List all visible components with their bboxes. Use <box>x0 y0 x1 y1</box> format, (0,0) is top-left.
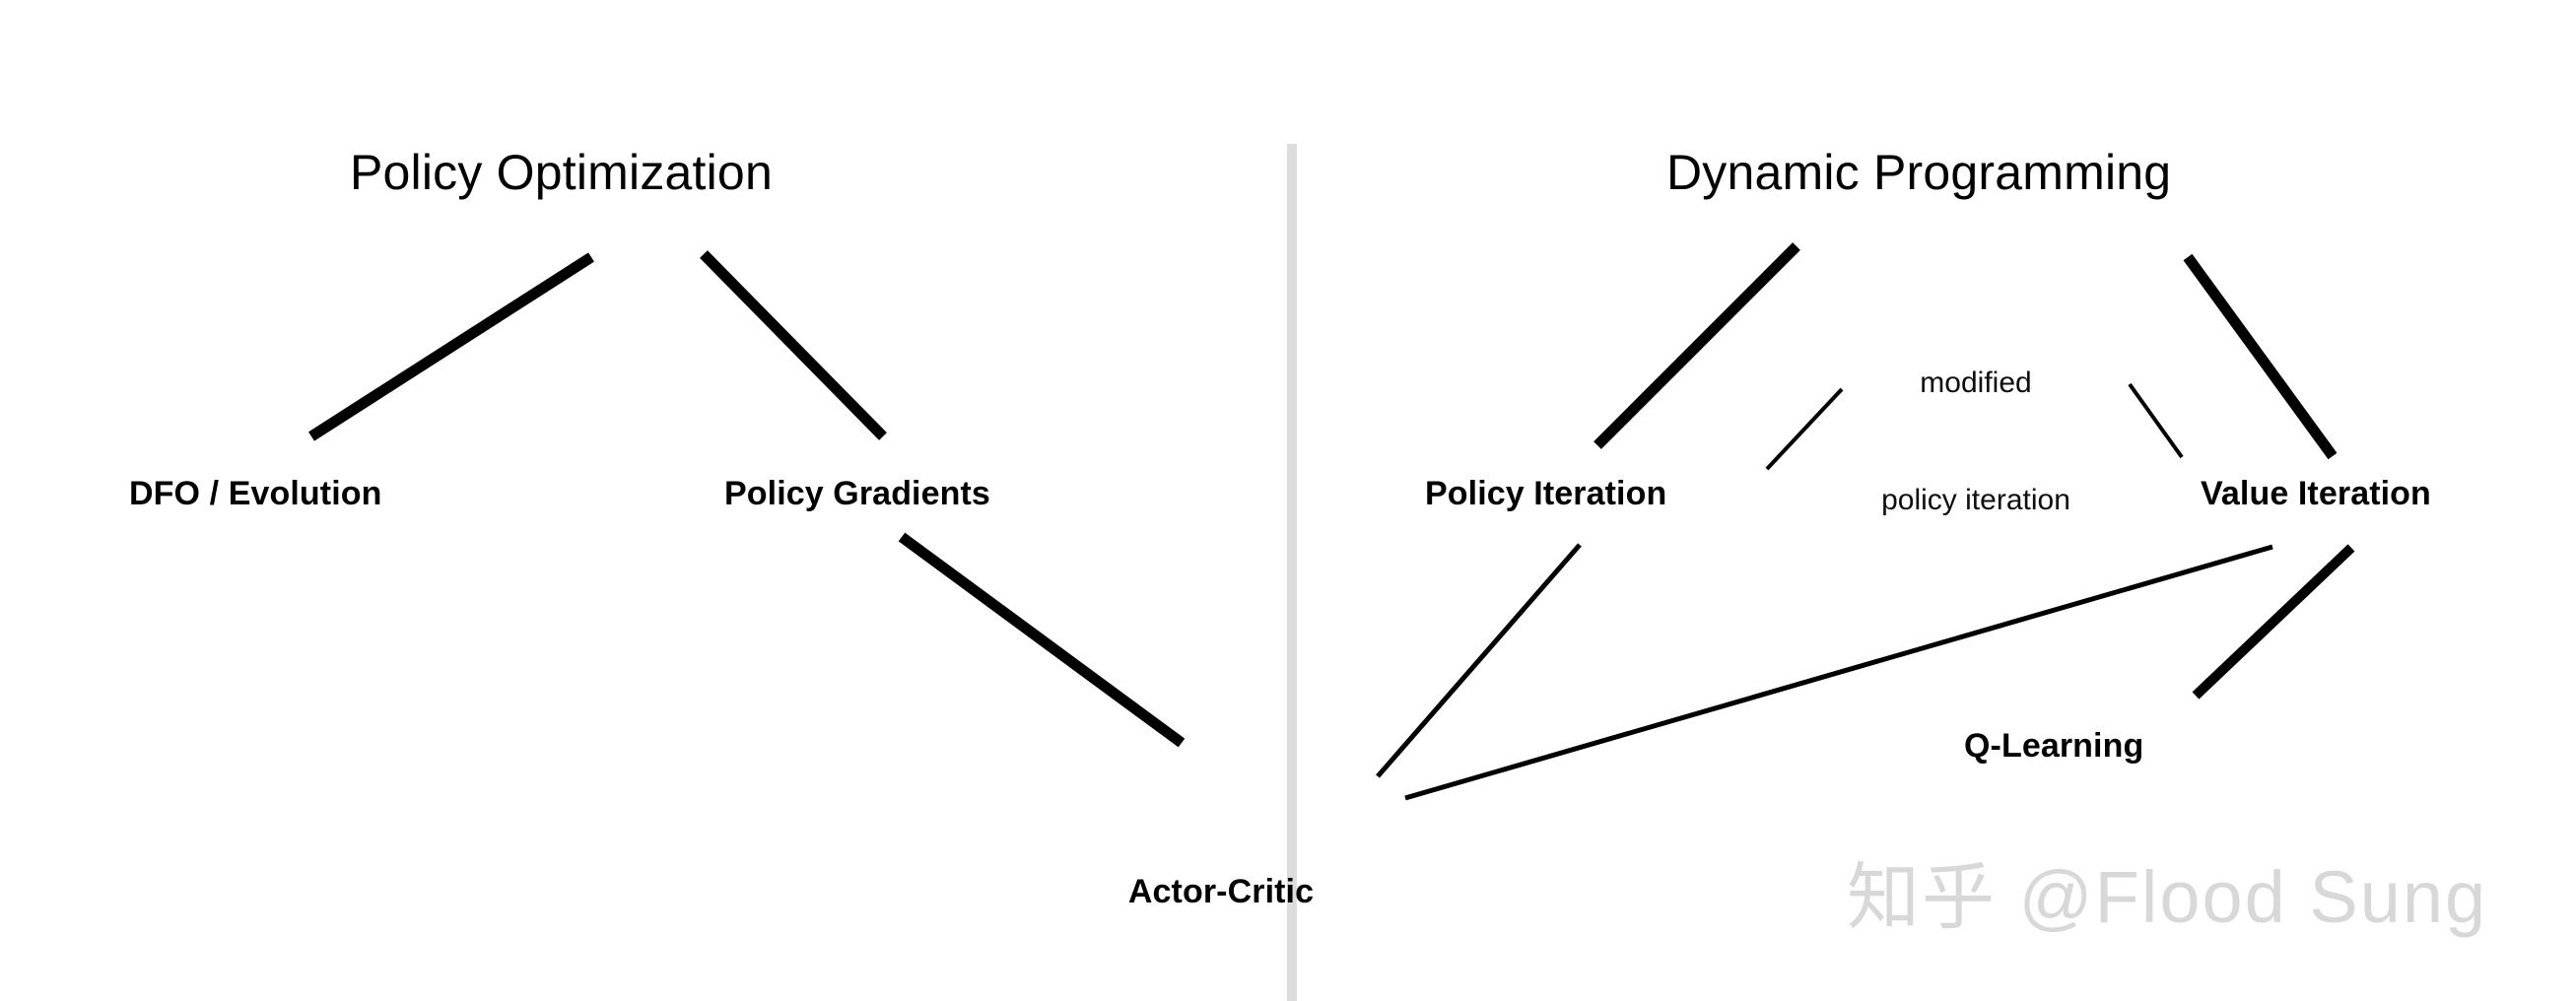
watermark-flood-sung: 知乎 @Flood Sung <box>1847 856 2488 938</box>
edge-dynamic-programming-to-value-iteration <box>2183 253 2338 460</box>
annotation-modified-policy-iteration: modified policy iteration <box>1828 286 2124 598</box>
edge-dynamic-programming-to-policy-iteration <box>1593 242 1800 449</box>
node-dynamic-programming[interactable]: Dynamic Programming <box>1666 145 2172 200</box>
edge-value-iteration-to-q-learning <box>2192 544 2355 700</box>
edge-policy-optimization-to-dfo <box>308 252 594 441</box>
node-actor-critic-methods-line1: Actor-Critic <box>1127 873 1315 911</box>
node-q-learning[interactable]: Q-Learning <box>1964 727 2144 765</box>
edge-policy-gradients-to-actor-critic <box>898 532 1186 748</box>
edge-value-iteration-to-modified-policy-iteration <box>2128 382 2184 459</box>
node-policy-gradients[interactable]: Policy Gradients <box>724 475 990 512</box>
node-value-iteration[interactable]: Value Iteration <box>2201 475 2431 512</box>
edge-value-iteration-to-actor-critic <box>1404 544 2273 801</box>
edge-policy-optimization-to-policy-gradients <box>700 250 887 440</box>
node-policy-optimization[interactable]: Policy Optimization <box>350 145 773 200</box>
edge-policy-iteration-to-modified-policy-iteration <box>1765 387 1844 471</box>
edge-policy-iteration-to-actor-critic <box>1376 543 1582 778</box>
node-actor-critic-methods[interactable]: Actor-Critic Methods <box>1093 785 1349 1001</box>
annotation-modified-policy-iteration-line2: policy iteration <box>1881 483 2070 516</box>
node-policy-iteration[interactable]: Policy Iteration <box>1425 475 1667 512</box>
node-dfo-evolution[interactable]: DFO / Evolution <box>129 475 382 512</box>
annotation-modified-policy-iteration-line1: modified <box>1920 367 2032 400</box>
